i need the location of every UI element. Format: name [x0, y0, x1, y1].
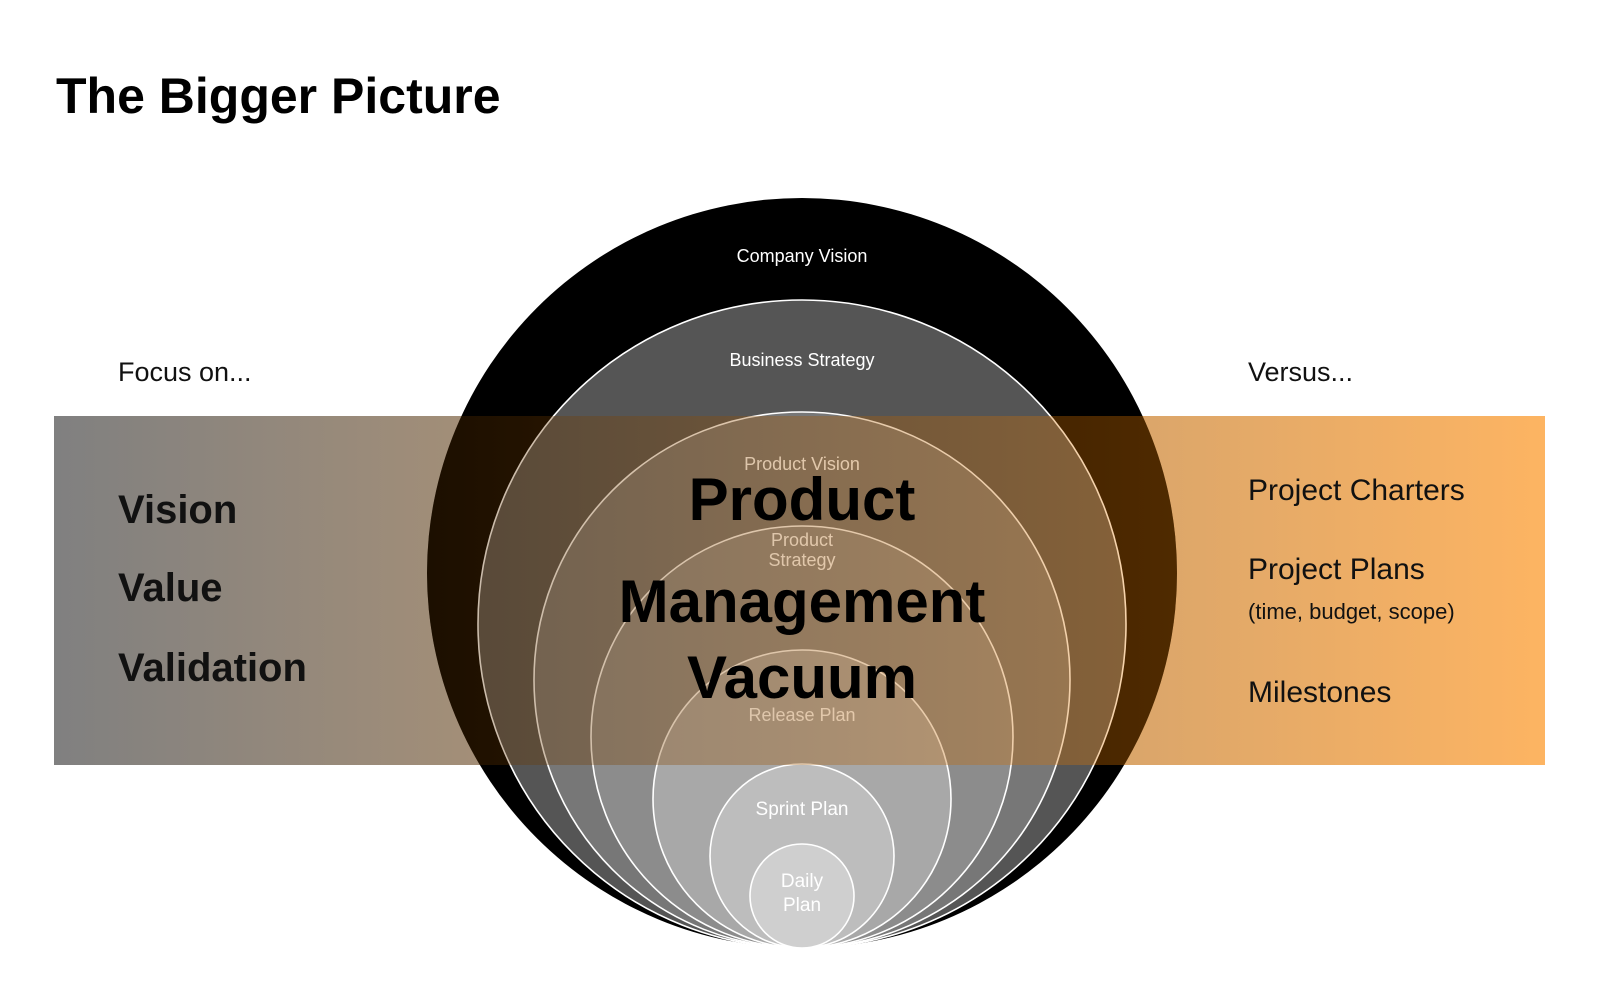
band-overlay — [427, 416, 1177, 765]
right-item-project-plans-detail: (time, budget, scope) — [1248, 599, 1455, 624]
left-heading: Focus on... — [118, 357, 252, 387]
right-items: Project Charters Project Plans (time, bu… — [1248, 474, 1465, 709]
left-item-validation: Validation — [118, 646, 307, 690]
center-title: Product Management Vacuum — [619, 466, 986, 711]
circle-label-daily-plan: Daily — [781, 871, 824, 892]
right-item-project-charters: Project Charters — [1248, 474, 1465, 507]
left-items: Vision Value Validation — [118, 488, 307, 690]
center-line-vacuum: Vacuum — [687, 644, 917, 711]
left-item-vision: Vision — [118, 488, 237, 532]
page-title: The Bigger Picture — [56, 68, 501, 124]
center-line-management: Management — [619, 568, 986, 635]
right-item-milestones: Milestones — [1248, 676, 1391, 709]
circle-label-daily-plan: Plan — [783, 895, 821, 916]
left-item-value: Value — [118, 566, 223, 610]
right-heading: Versus... — [1248, 357, 1353, 387]
right-item-project-plans: Project Plans — [1248, 553, 1425, 586]
circle-label-business-strategy: Business Strategy — [729, 350, 874, 370]
center-line-product: Product — [689, 466, 916, 533]
circle-label-company-vision: Company Vision — [737, 246, 868, 266]
circle-daily-plan — [749, 843, 855, 949]
circle-label-sprint-plan: Sprint Plan — [756, 799, 849, 820]
